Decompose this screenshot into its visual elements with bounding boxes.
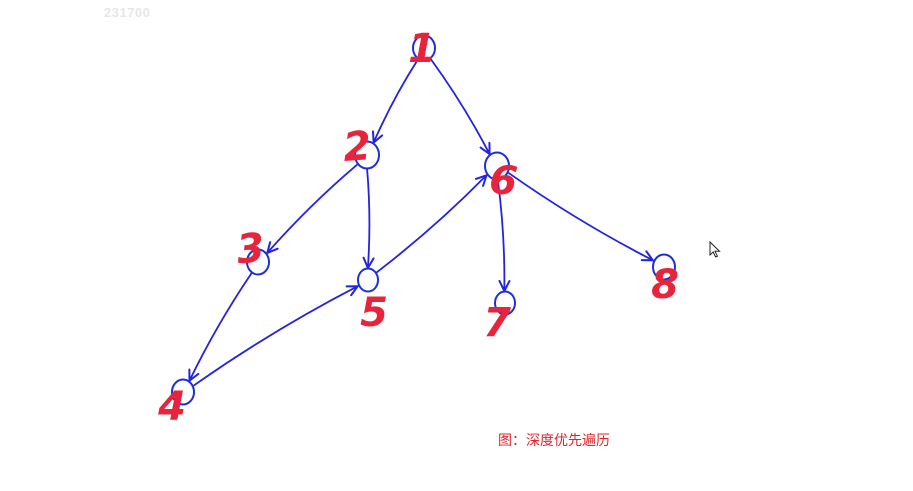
watermark-text: 231700 xyxy=(104,5,151,20)
node-5: 5 xyxy=(357,267,388,336)
node-6-label: 6 xyxy=(487,157,519,206)
edge-n6-n7-arrow xyxy=(496,179,511,292)
edge-n6-n8-arrow xyxy=(508,172,654,262)
edge-n5-n6-arrow xyxy=(376,174,488,273)
edge-n1-n2-arrow xyxy=(372,58,419,144)
node-6-circle xyxy=(484,151,510,181)
node-3-label: 3 xyxy=(234,225,266,274)
node-7: 7 xyxy=(483,290,516,346)
node-5-circle xyxy=(357,267,379,293)
node-2-label: 2 xyxy=(342,123,373,171)
edge-n1-n6-arrow xyxy=(429,58,491,156)
mouse-pointer-icon xyxy=(709,240,721,258)
node-1-label: 1 xyxy=(408,26,436,72)
node-5-label: 5 xyxy=(360,290,388,336)
edge-n2-n5-arrow xyxy=(362,168,375,269)
node-4-label: 4 xyxy=(157,384,186,430)
node-2-circle xyxy=(354,140,380,170)
node-6: 6 xyxy=(484,151,520,206)
node-4: 4 xyxy=(157,378,195,430)
node-4-circle xyxy=(171,378,195,406)
nodes-layer: 1 2 3 4 5 6 7 8 xyxy=(157,26,679,430)
edge-n4-n5-arrow xyxy=(193,285,359,387)
node-1-circle xyxy=(412,34,436,62)
node-1: 1 xyxy=(408,26,436,72)
diagram-caption: 图：深度优先遍历 xyxy=(498,433,610,449)
edge-n3-n4-arrow xyxy=(188,272,253,382)
node-8-circle xyxy=(652,253,676,281)
node-8-label: 8 xyxy=(651,262,679,308)
node-8: 8 xyxy=(651,253,679,308)
node-2: 2 xyxy=(342,123,380,171)
node-7-label: 7 xyxy=(483,300,511,346)
edges-layer xyxy=(188,58,654,387)
edge-n2-n3-arrow xyxy=(266,163,358,254)
node-3: 3 xyxy=(234,225,270,276)
node-3-circle xyxy=(246,248,270,276)
node-7-circle xyxy=(494,290,516,316)
